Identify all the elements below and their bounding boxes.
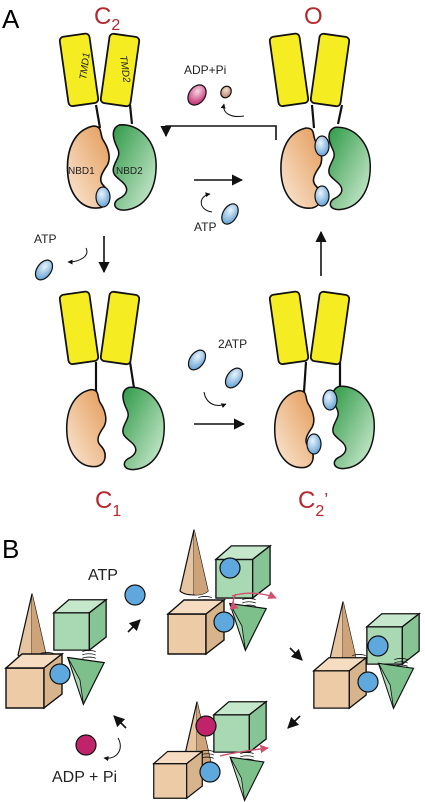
state-label-c1: C1	[95, 487, 121, 520]
atp-molecule-2a	[187, 349, 207, 371]
transporter-o	[268, 32, 372, 211]
adp-molecule-b	[75, 734, 97, 756]
block-model-4	[153, 701, 269, 801]
arrow-b-2-to-3	[289, 647, 303, 661]
atp-molecule-left	[34, 259, 54, 281]
arrow-b-1-to-2	[127, 619, 141, 633]
atp-molecule-2b	[224, 367, 244, 389]
state-label-c2: C2	[94, 3, 120, 34]
two-atp-label: 2ATP	[218, 337, 247, 351]
block-model-2	[167, 529, 277, 655]
transporter-c2-prime	[268, 290, 376, 470]
state-label-o: O	[304, 3, 323, 30]
adp-pi-label-b: ADP + Pi	[52, 769, 117, 786]
panel-b-letter: B	[2, 534, 19, 564]
atp-label-b: ATP	[88, 567, 118, 584]
atp-molecule-b	[124, 584, 146, 606]
tmd2-label: TMD2	[117, 55, 132, 84]
nbd2-label: NBD2	[116, 166, 143, 177]
tmd1-label: TMD1	[78, 52, 93, 81]
transporter-c2: TMD1 TMD2 NBD1 NBD2	[58, 32, 157, 211]
svg-text:C1: C1	[95, 487, 121, 520]
panel-a-letter: A	[2, 4, 20, 34]
block-model-1	[5, 593, 107, 709]
pi-molecule-a	[220, 85, 232, 99]
state-label-c2-prime: C2’	[298, 487, 328, 520]
arrow-b-4-to-1	[113, 715, 127, 729]
atp-label-left: ATP	[34, 232, 56, 246]
release-curve-left	[67, 247, 88, 265]
svg-text:C2’: C2’	[298, 487, 328, 520]
adp-pi-label-a: ADP+Pi	[184, 63, 226, 77]
bind-curve-lower	[203, 391, 227, 408]
arrow-b-3-to-4	[287, 715, 301, 729]
adp-molecule-a	[187, 84, 207, 106]
release-curve-a	[220, 103, 245, 117]
atp-molecule-upper	[221, 203, 239, 225]
block-model-3	[313, 601, 420, 709]
atp-label-upper: ATP	[194, 220, 216, 234]
release-curve-b	[103, 737, 121, 762]
nbd1-label: NBD1	[68, 166, 95, 177]
arrow-o-to-c2	[160, 125, 277, 140]
svg-text:C2: C2	[94, 3, 120, 34]
bind-curve-upper	[200, 192, 213, 213]
transporter-c1	[58, 290, 166, 471]
